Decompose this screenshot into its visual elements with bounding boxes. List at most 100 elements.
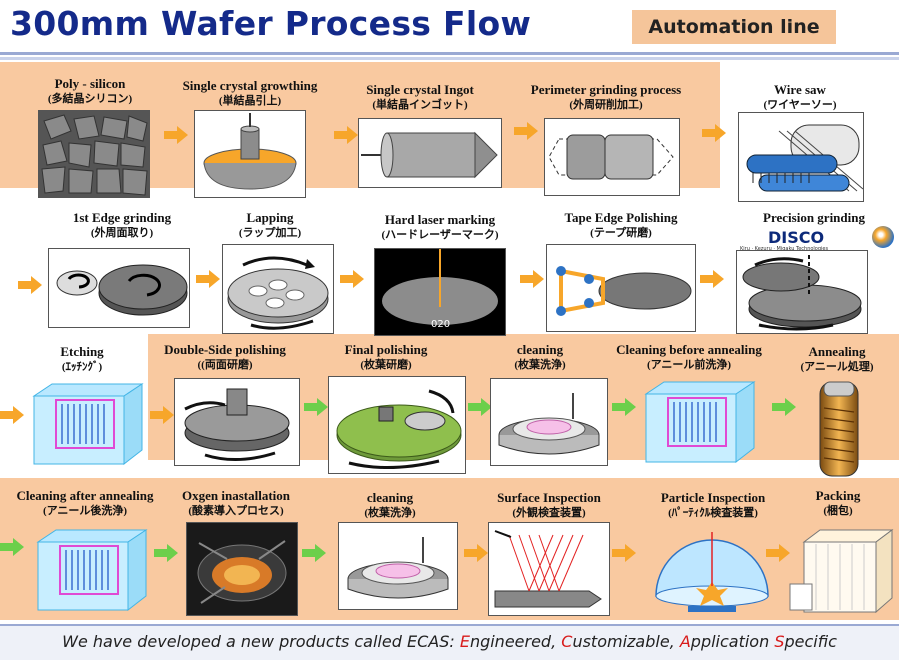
flow-arrow — [612, 398, 636, 416]
laser-mark-text: 020 — [431, 319, 450, 330]
precision-grinding-icon — [736, 250, 868, 334]
flow-arrow — [150, 406, 174, 424]
step-label: Lapping — [246, 210, 294, 225]
step-sublabel: (梱包) — [823, 505, 853, 517]
step-surface-insp: Surface Inspection (外観検査装置) — [478, 490, 620, 630]
flow-arrow — [334, 126, 358, 144]
flow-arrow — [302, 544, 326, 562]
ecas-tagline: We have developed a new products called … — [0, 632, 899, 651]
flow-arrow — [514, 122, 538, 140]
tagline-letter-a: A — [679, 632, 691, 651]
step-particle-insp: Particle Inspection (ﾊﾟｰﾃｨｸﾙ検査装置) — [638, 490, 788, 630]
flow-arrow — [520, 270, 544, 288]
lapping-icon — [222, 244, 334, 334]
step-label: Etching — [60, 344, 104, 359]
step-label: Annealing — [808, 344, 866, 359]
step-sublabel: (アニール処理) — [800, 361, 874, 373]
cleaning-icon — [338, 522, 458, 610]
step-post-anneal-clean: Cleaning after annealing (アニール後洗浄) — [2, 488, 168, 628]
step-label: Final polishing — [344, 342, 428, 357]
poly-silicon-icon — [38, 110, 150, 198]
step-label: Particle Inspection — [660, 490, 766, 505]
step-sublabel: (ワイヤーソー) — [763, 99, 837, 111]
step-sublabel: (ハードレーザーマーク) — [381, 229, 499, 241]
step-sublabel: (ﾊﾟｰﾃｨｸﾙ検査装置) — [668, 507, 758, 519]
ingot-icon — [358, 118, 502, 188]
flow-arrow — [468, 398, 492, 416]
tagline-word-engineered: ngineered, — [469, 632, 562, 651]
step-double-side: Double-Side polishing ((両面研磨) — [150, 342, 300, 482]
step-label: Hard laser marking — [384, 212, 496, 227]
step-crystal-growth: Single crystal growthing (単結晶引上) — [176, 78, 324, 218]
step-label: Tape Edge Polishing — [564, 210, 678, 225]
flow-arrow — [766, 544, 790, 562]
step-label: cleaning — [366, 490, 414, 505]
tagline-word-specific: pecific — [784, 632, 837, 651]
step-perimeter: Perimeter grinding process (外周研削加工) — [520, 82, 692, 222]
tape-polish-icon — [546, 244, 696, 332]
pre-anneal-clean-icon — [640, 380, 760, 464]
packing-icon — [788, 524, 896, 616]
step-label: Single crystal Ingot — [366, 82, 474, 97]
flow-arrow — [18, 276, 42, 294]
double-side-polish-icon — [174, 378, 300, 466]
tagline-word-application: pplication — [690, 632, 775, 651]
step-annealing: Annealing (アニール処理) — [778, 344, 896, 484]
flow-arrow — [196, 270, 220, 288]
step-label: Surface Inspection — [497, 490, 601, 505]
step-edge-grinding: 1st Edge grinding (外周面取り) — [48, 210, 196, 350]
step-precision: Precision grinding DISCO Kiru · Kezuru ·… — [734, 210, 894, 350]
disco-logo-text: DISCO — [768, 228, 825, 247]
crystal-growth-icon — [194, 110, 306, 198]
particle-inspection-icon — [648, 526, 776, 618]
step-laser-marking: Hard laser marking (ハードレーザーマーク) 020 — [370, 212, 510, 352]
title-divider — [0, 52, 899, 55]
step-sublabel: (枚葉洗浄) — [514, 359, 566, 371]
step-sublabel: (外観検査装置) — [512, 507, 586, 519]
edge-grinding-icon — [48, 248, 190, 328]
step-label: cleaning — [516, 342, 564, 357]
etching-icon — [28, 382, 148, 466]
step-sublabel: (枚葉研磨) — [360, 359, 412, 371]
flow-arrow — [0, 406, 24, 424]
step-sublabel: (酸素導入プロセス) — [188, 505, 284, 517]
surface-inspection-icon — [488, 522, 610, 616]
flow-arrow — [612, 544, 636, 562]
post-anneal-clean-icon — [32, 528, 152, 612]
title-divider-secondary — [0, 57, 899, 60]
flow-arrow — [304, 398, 328, 416]
flow-arrow — [464, 544, 488, 562]
step-ingot: Single crystal Ingot (単結晶インゴット) — [346, 82, 502, 222]
flow-arrow — [164, 126, 188, 144]
annealing-icon — [818, 378, 860, 478]
oxygen-install-icon — [186, 522, 298, 616]
flow-arrow — [772, 398, 796, 416]
tagline-lead: We have developed a new products called … — [62, 632, 460, 651]
step-oxygen: Oxgen inastallation (酸素導入プロセス) — [164, 488, 308, 628]
step-wire-saw: Wire saw (ワイヤーソー) — [726, 82, 874, 222]
step-sublabel: (外周面取り) — [90, 227, 154, 239]
step-label: Cleaning before annealing — [616, 342, 762, 357]
step-tape-polish: Tape Edge Polishing (テープ研磨) — [546, 210, 696, 350]
perimeter-grinding-icon — [544, 118, 680, 196]
step-sublabel: (枚葉洗浄) — [364, 507, 416, 519]
flow-arrow — [702, 124, 726, 142]
step-label: Precision grinding — [763, 210, 865, 225]
final-polish-icon — [328, 376, 466, 474]
step-poly-silicon: Poly - silicon (多結晶シリコン) — [16, 76, 164, 216]
step-cleaning2: cleaning (枚葉洗浄) — [316, 490, 464, 630]
step-sublabel: (単結晶インゴット) — [372, 99, 468, 111]
laser-marking-icon: 020 — [374, 248, 506, 336]
step-lapping: Lapping (ラップ加工) — [196, 210, 344, 350]
wire-saw-icon — [738, 112, 864, 202]
step-label: Wire saw — [774, 82, 826, 97]
step-sublabel: (多結晶シリコン) — [47, 93, 133, 105]
flow-arrow — [700, 270, 724, 288]
disco-logo-tagline: Kiru · Kezuru · Migaku Technologies — [740, 246, 829, 252]
tagline-letter-c: C — [561, 632, 573, 651]
step-label: Oxgen inastallation — [182, 488, 290, 503]
step-label: Double-Side polishing — [164, 342, 286, 357]
step-sublabel: (外周研削加工) — [569, 99, 643, 111]
step-final-polish: Final polishing (枚葉研磨) — [306, 342, 466, 482]
step-label: Single crystal growthing — [182, 78, 318, 93]
